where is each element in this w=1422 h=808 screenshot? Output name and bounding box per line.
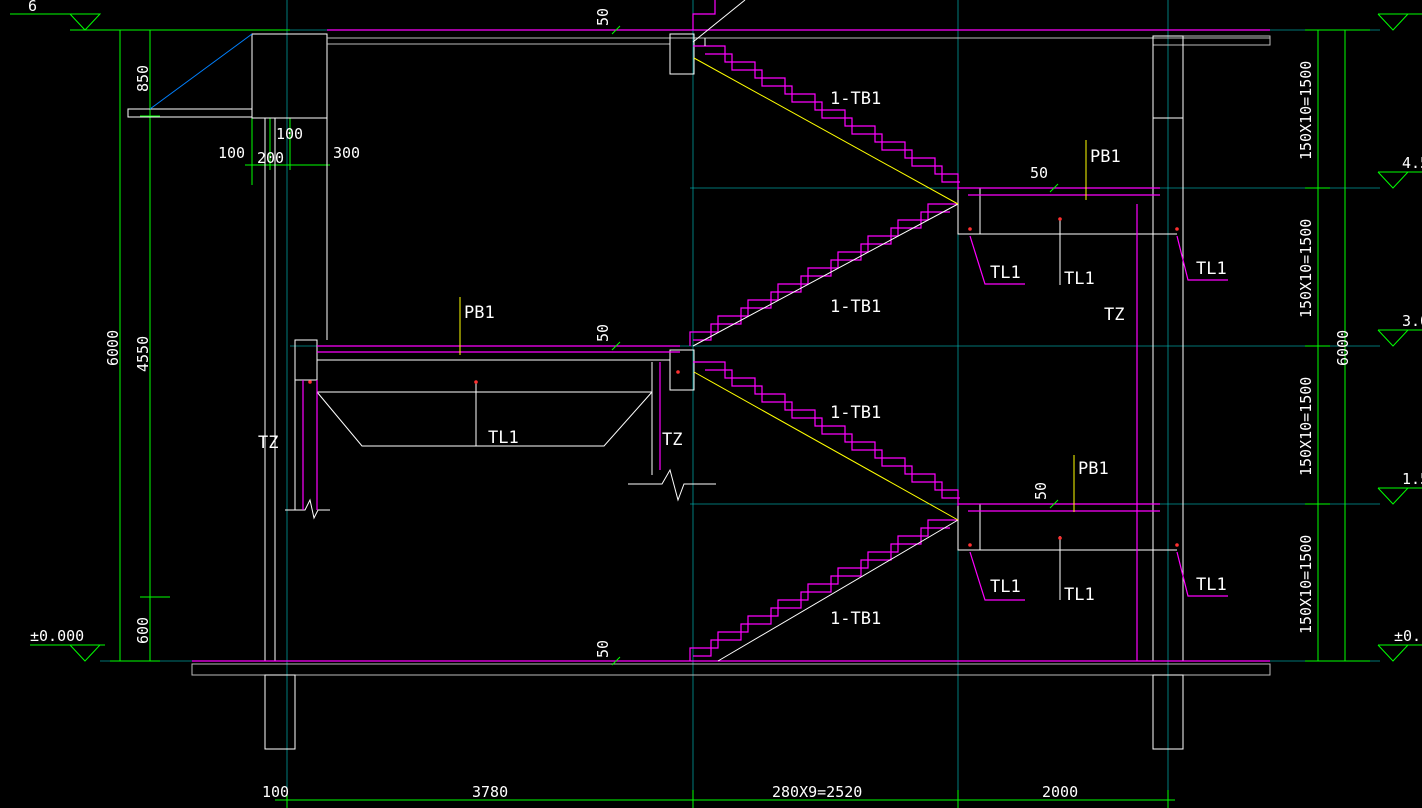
stair-label-3: 1-TB1	[830, 403, 881, 423]
dim-top-100: 100	[276, 125, 303, 143]
platform-label-1: PB1	[1090, 147, 1121, 167]
stair-label-1: 1-TB1	[830, 89, 881, 109]
column-label-1: TZ	[1104, 305, 1124, 325]
dim-bottom-3780: 3780	[472, 783, 508, 801]
dim-left-100: 100	[218, 144, 245, 162]
platform-label-2: PB1	[464, 303, 495, 323]
right-dimensions	[1305, 13, 1422, 662]
gap-50-b: 50	[1030, 164, 1048, 182]
gap-50-d: 50	[1032, 482, 1050, 500]
gap-ticks	[611, 25, 1059, 666]
stair-label-4: 1-TB1	[830, 609, 881, 629]
beam-label-4: TL1	[488, 428, 519, 448]
level-top-left: 6	[28, 0, 37, 15]
gap-50-c: 50	[594, 324, 612, 342]
level-ground: ±0.000	[30, 627, 84, 645]
column-label-2: TZ	[258, 433, 278, 453]
level-3: 4.5	[1402, 154, 1422, 172]
dim-200: 200	[257, 149, 284, 167]
dim-flight-4: 150X10=1500	[1297, 535, 1315, 634]
gap-50-a: 50	[594, 8, 612, 26]
dim-flight-1: 150X10=1500	[1297, 61, 1315, 160]
step-nose-lines	[692, 0, 959, 662]
stair-label-2: 1-TB1	[830, 297, 881, 317]
beam-label-5: TL1	[990, 577, 1021, 597]
level-1: 1.5	[1402, 470, 1422, 488]
beam-label-3: TL1	[1196, 259, 1227, 279]
dim-6000-right: 6000	[1334, 330, 1352, 366]
beam-label-7: TL1	[1196, 575, 1227, 595]
left-dimensions	[10, 13, 290, 662]
dim-850: 850	[134, 65, 152, 92]
stair-slope-lines	[459, 57, 1087, 521]
beam-label-1: TL1	[990, 263, 1021, 283]
dim-bottom-2000: 2000	[1042, 783, 1078, 801]
dim-flight-2: 150X10=1500	[1297, 219, 1315, 318]
beam-markers	[308, 217, 1179, 547]
dim-flight-3: 150X10=1500	[1297, 377, 1315, 476]
beam-label-2: TL1	[1064, 269, 1095, 289]
platform-label-3: PB1	[1078, 459, 1109, 479]
beam-label-6: TL1	[1064, 585, 1095, 605]
stair-flights	[689, 0, 960, 661]
gap-50-e: 50	[594, 640, 612, 658]
dim-6000-left: 6000	[104, 330, 122, 366]
dim-bottom-100: 100	[262, 783, 289, 801]
level-2: 3.0	[1402, 312, 1422, 330]
column-label-3: TZ	[662, 430, 682, 450]
dim-300: 300	[333, 144, 360, 162]
dim-4550: 4550	[134, 336, 152, 372]
axis-lines	[100, 0, 1380, 808]
dim-600: 600	[134, 617, 152, 644]
bottom-dimensions	[275, 790, 1175, 808]
level-ground-right: ±0.0	[1394, 627, 1422, 645]
dim-bottom-steps: 280X9=2520	[772, 783, 862, 801]
landing-slabs	[192, 29, 1270, 662]
